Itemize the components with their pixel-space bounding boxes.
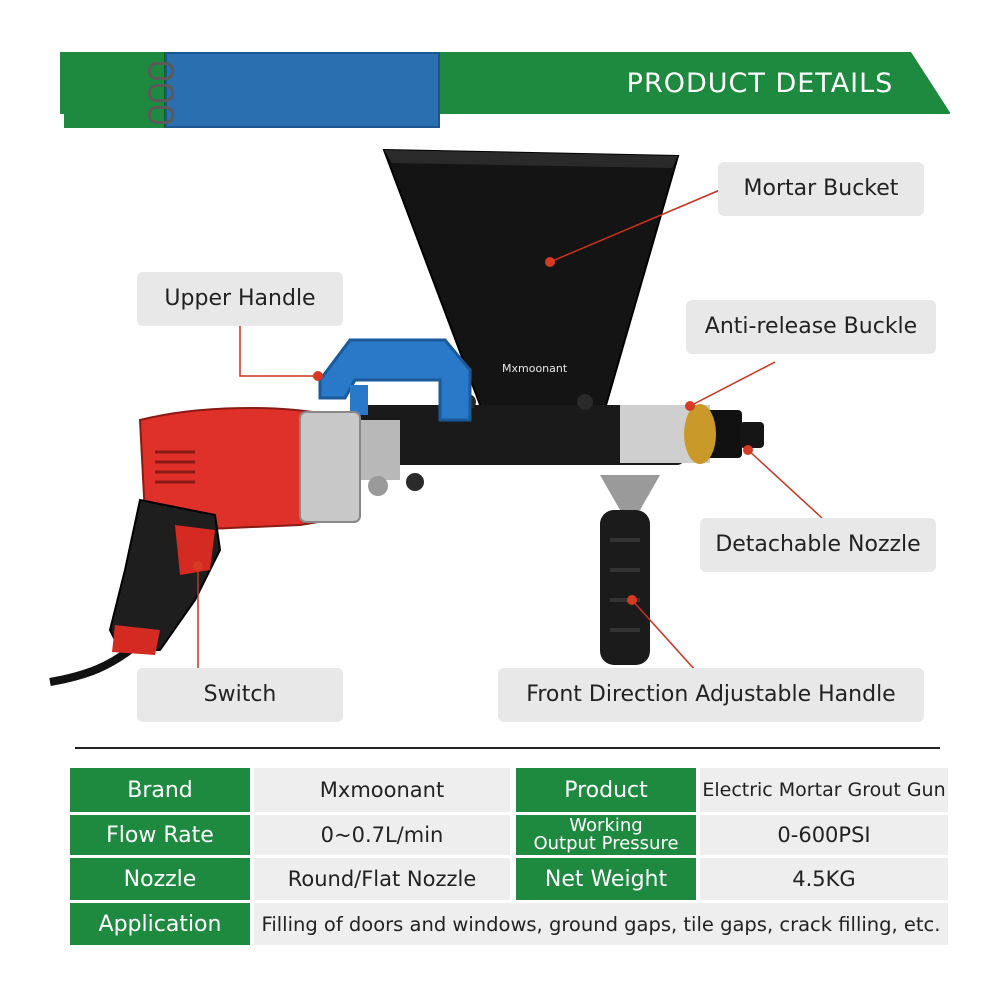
callout-anti-release-buckle: Anti-release Buckle [686,300,936,354]
binder-ring-icon [148,106,174,124]
spec-nozzle-value: Round/Flat Nozzle [254,858,510,900]
spec-flow-label: Flow Rate [70,815,250,855]
grout-gun-illustration: Mxmoonant [49,148,823,686]
brand-mark: Mxmoonant [502,362,568,375]
spec-pressure-value: 0-600PSI [700,815,948,855]
spec-product-label: Product [516,768,696,812]
spec-nozzle-label: Nozzle [70,858,250,900]
callout-detachable-nozzle: Detachable Nozzle [700,518,936,572]
spec-brand-label: Brand [70,768,250,812]
spec-application-value: Filling of doors and windows, ground gap… [254,903,948,945]
spec-product-value: Electric Mortar Grout Gun [700,768,948,812]
callout-front-handle: Front Direction Adjustable Handle [498,668,924,722]
binder-ring-icon [148,62,174,80]
spec-pressure-label: Working Output Pressure [516,815,696,855]
banner-blue-panel [165,52,440,128]
page-title: PRODUCT DETAILS [626,68,894,99]
callout-mortar-bucket: Mortar Bucket [718,162,924,216]
spec-flow-value: 0~0.7L/min [254,815,510,855]
spec-weight-value: 4.5KG [700,858,948,900]
spec-brand-value: Mxmoonant [254,768,510,812]
callout-upper-handle: Upper Handle [137,272,343,326]
spec-application-label: Application [70,903,250,945]
binder-ring-icon [148,84,174,102]
spec-weight-label: Net Weight [516,858,696,900]
spec-pressure-label-line2: Output Pressure [533,833,679,854]
section-divider [75,747,940,749]
spec-pressure-label-line1: Working [569,815,643,836]
callout-switch: Switch [137,668,343,722]
